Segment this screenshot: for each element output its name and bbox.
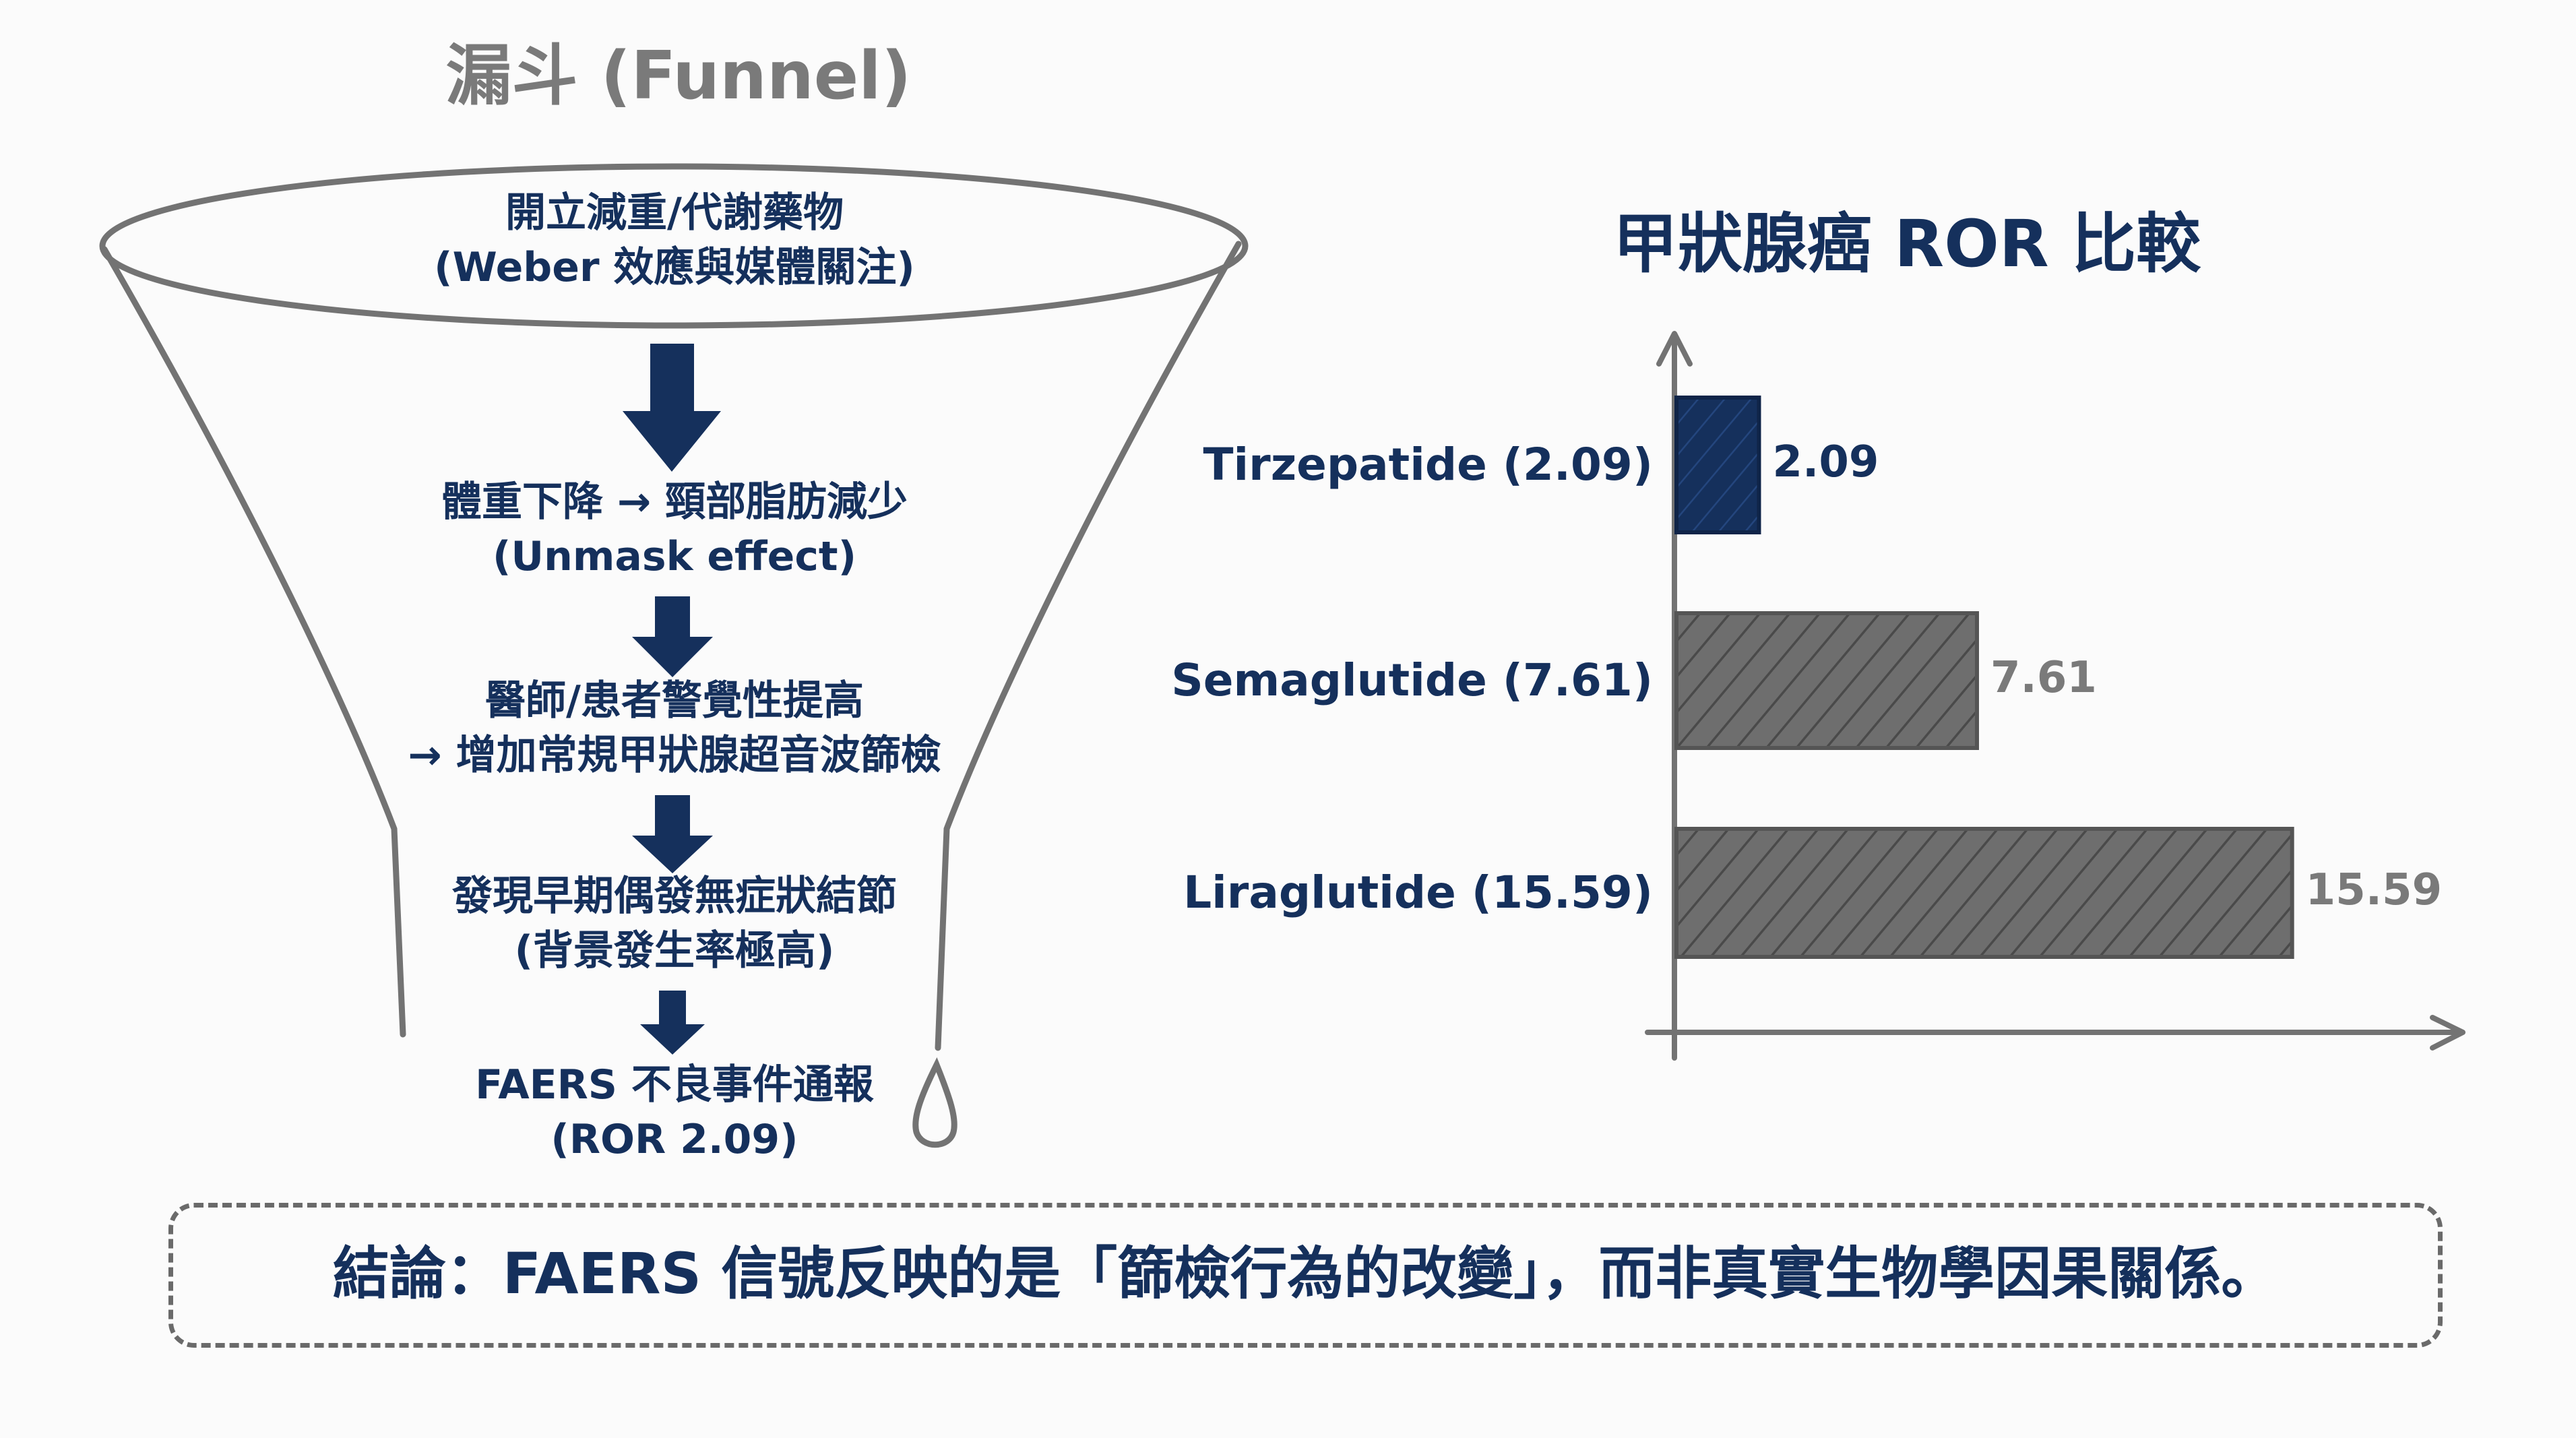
step-line: (Weber 效應與媒體關注) [434, 244, 915, 291]
funnel-step-screening: 醫師/患者警覺性提高 → 增加常規甲狀腺超音波篩檢 [408, 674, 941, 783]
step-line: FAERS 不良事件通報 [475, 1061, 874, 1108]
chart-bar [1674, 611, 1979, 750]
chart-bars [1674, 396, 2294, 959]
down-arrow-icon [623, 344, 721, 472]
funnel-step-faers-report: FAERS 不良事件通報 (ROR 2.09) [475, 1058, 874, 1167]
step-line: (ROR 2.09) [551, 1116, 798, 1163]
chart-title: 甲狀腺癌 ROR 比較 [1612, 206, 2201, 282]
funnel-step-weight-loss: 體重下降 → 頸部脂肪減少 (Unmask effect) [441, 475, 908, 584]
value-label: 2.09 [1772, 437, 1879, 487]
funnel-step-nodules: 發現早期偶發無症狀結節 (背景發生率極高) [452, 869, 897, 978]
step-line: 發現早期偶發無症狀結節 [452, 873, 897, 920]
funnel-shape [99, 163, 1249, 1148]
x-axis-arrow-icon [2430, 1015, 2465, 1051]
funnel-right-wall [935, 241, 1242, 1051]
step-line: 開立減重/代謝藥物 [505, 189, 844, 237]
category-label: Semaglutide (7.61) [1171, 654, 1653, 706]
down-arrow-icon [632, 596, 713, 677]
value-label: 15.59 [2305, 865, 2443, 915]
step-line: (背景發生率極高) [514, 927, 835, 974]
down-arrow-icon [632, 795, 713, 873]
funnel-step-prescription: 開立減重/代謝藥物 (Weber 效應與媒體關注) [434, 186, 915, 295]
funnel-title: 漏斗 (Funnel) [445, 38, 912, 115]
chart-bar [1674, 396, 1761, 534]
category-label: Tirzepatide (2.09) [1203, 439, 1653, 491]
funnel-drip-icon [912, 1057, 957, 1148]
flow-arrows [623, 344, 721, 1055]
funnel-left-wall [101, 246, 406, 1038]
value-label: 7.61 [1990, 653, 2097, 703]
category-label: Liraglutide (15.59) [1183, 867, 1653, 918]
chart-bar [1674, 827, 2294, 959]
funnel-rim [99, 163, 1249, 329]
conclusion-box [168, 1203, 2443, 1348]
step-line: 體重下降 → 頸部脂肪減少 [441, 478, 908, 526]
conclusion-text: 結論：FAERS 信號反映的是「篩檢行為的改變」，而非真實生物學因果關係。 [332, 1241, 2278, 1307]
step-line: 醫師/患者警覺性提高 [485, 677, 864, 724]
step-line: → 增加常規甲狀腺超音波篩檢 [408, 732, 941, 779]
down-arrow-icon [640, 991, 705, 1055]
step-line: (Unmask effect) [492, 533, 857, 580]
y-axis-arrow-icon [1656, 331, 1693, 367]
